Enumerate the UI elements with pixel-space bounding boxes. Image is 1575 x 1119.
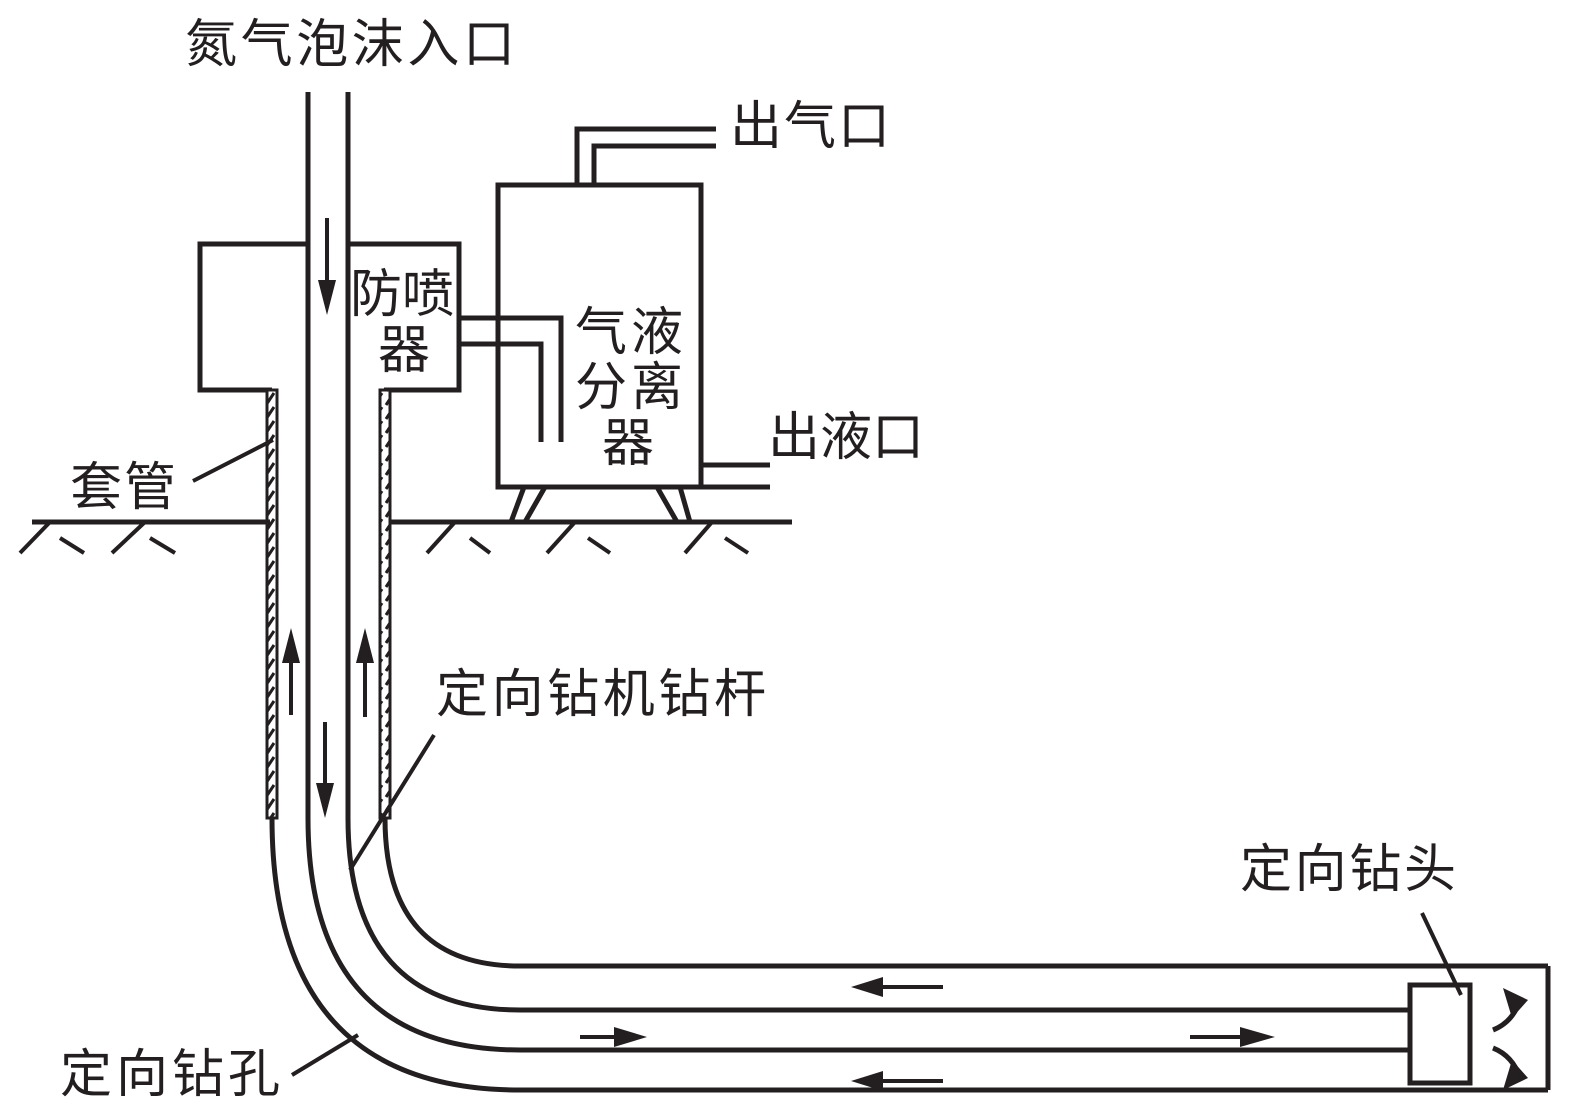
- borehole-label: 定向钻孔: [60, 1045, 280, 1105]
- separator-label-line2: 分离: [575, 358, 683, 418]
- arrow-annulus-up-right: [356, 628, 374, 717]
- bop-label-line1: 防喷: [350, 265, 454, 325]
- inlet-pipe: [305, 92, 351, 820]
- gas-liquid-separator: [495, 126, 770, 524]
- arrow-inlet-down: [318, 218, 336, 315]
- liquid-outlet-label: 出液口: [768, 408, 924, 468]
- flow-arrows: [282, 218, 1275, 1091]
- arrow-return-upper: [851, 977, 943, 997]
- arrow-return-lower: [851, 1071, 943, 1091]
- ground-surface: [18, 519, 792, 555]
- arrow-rod-forward-1: [580, 1027, 647, 1047]
- casing-label: 套管: [70, 458, 176, 518]
- gas-outlet-label: 出气口: [730, 97, 890, 157]
- drill-bit: [1407, 982, 1528, 1090]
- arrow-rod-forward-2: [1190, 1027, 1275, 1047]
- drill-bit-label: 定向钻头: [1240, 840, 1456, 900]
- separator-label-line1: 气液: [575, 303, 683, 363]
- arrow-rod-down: [316, 722, 334, 818]
- bop-label-line2: 器: [378, 321, 430, 381]
- inlet-label: 氮气泡沫入口: [185, 15, 515, 75]
- arrow-annulus-up-left: [282, 628, 300, 715]
- leader-lines: [192, 438, 1463, 1077]
- separator-label-line3: 器: [602, 414, 654, 474]
- casing: [265, 388, 392, 820]
- ground-hatch-marks: [18, 520, 750, 555]
- bop-outlet-pipe: [459, 315, 564, 442]
- drill-rod-label: 定向钻机钻杆: [436, 665, 766, 725]
